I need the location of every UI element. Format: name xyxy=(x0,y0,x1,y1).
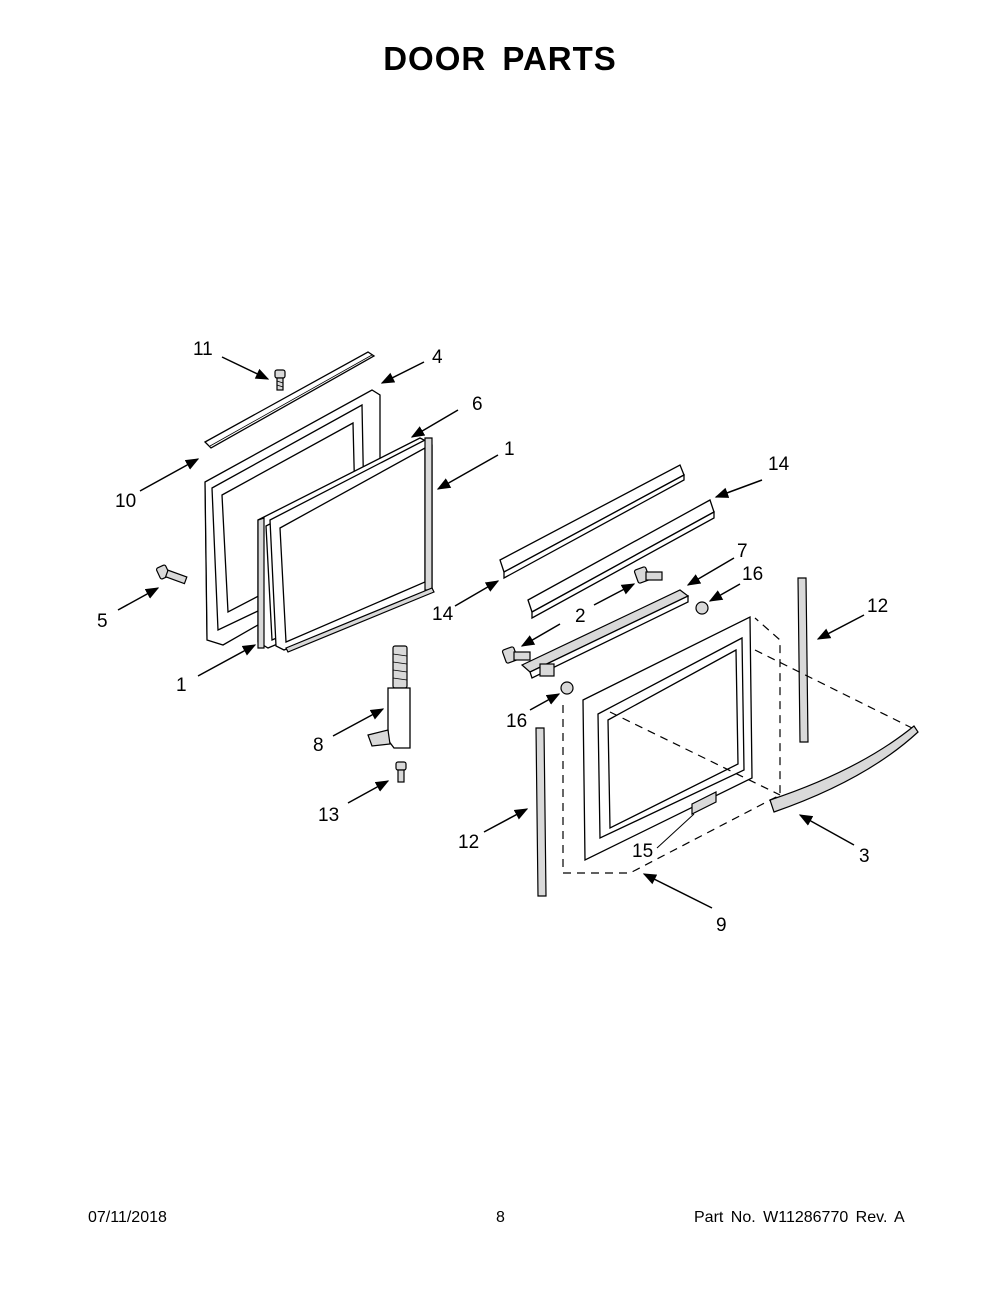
hinge-part-8 xyxy=(367,645,411,749)
callout-12-left: 12 xyxy=(458,832,479,853)
channel-part-14-lower xyxy=(527,499,715,620)
hinge-bar-part-2 xyxy=(520,589,690,679)
gasket-strip-bottom xyxy=(285,587,435,653)
screw-part-5 xyxy=(155,564,188,585)
callout-12-right: 12 xyxy=(867,596,888,617)
leader-arrows xyxy=(117,356,865,909)
gasket-strip-top xyxy=(424,437,433,591)
callout-16-bottom: 16 xyxy=(506,711,527,732)
callout-2: 2 xyxy=(575,606,586,627)
screw-part-11 xyxy=(274,369,286,391)
top-trim-strip xyxy=(203,351,376,449)
washer-part-16-top xyxy=(695,601,709,615)
callout-5: 5 xyxy=(97,611,108,632)
gasket-strip-left xyxy=(257,517,265,649)
side-trim-part-12-right xyxy=(797,577,809,743)
assembly-dashed-lines xyxy=(562,617,913,874)
door-handle-part-3 xyxy=(769,725,919,813)
screw-part-13 xyxy=(395,761,407,783)
washer-part-16-bottom xyxy=(560,681,574,695)
side-trim-part-12-left xyxy=(535,727,547,897)
footer-part-number: Part No. W11286770 Rev. A xyxy=(694,1209,905,1226)
callout-15: 15 xyxy=(632,841,653,862)
callout-6: 6 xyxy=(472,394,483,415)
badge-part-15 xyxy=(691,791,717,815)
callout-1-bottom: 1 xyxy=(176,675,187,696)
callout-8: 8 xyxy=(313,735,324,756)
footer-date: 07/11/2018 xyxy=(88,1209,167,1226)
channel-part-14-upper xyxy=(499,464,685,580)
callout-7: 7 xyxy=(737,541,748,562)
screw-part-2 xyxy=(501,646,531,664)
callout-1-top: 1 xyxy=(504,439,515,460)
callout-10: 10 xyxy=(115,491,136,512)
footer-page-number: 8 xyxy=(496,1209,505,1226)
screw-part-7 xyxy=(633,566,663,584)
callout-13: 13 xyxy=(318,805,339,826)
outer-door-frame xyxy=(582,615,753,862)
callout-4: 4 xyxy=(432,347,443,368)
callout-14-left: 14 xyxy=(432,604,454,625)
callout-9: 9 xyxy=(716,915,727,936)
callout-16-top: 16 xyxy=(742,564,763,585)
callout-14-right: 14 xyxy=(768,454,790,475)
page-title: DOOR PARTS xyxy=(383,40,617,77)
callout-3: 3 xyxy=(859,846,870,867)
callout-11: 11 xyxy=(193,339,213,360)
